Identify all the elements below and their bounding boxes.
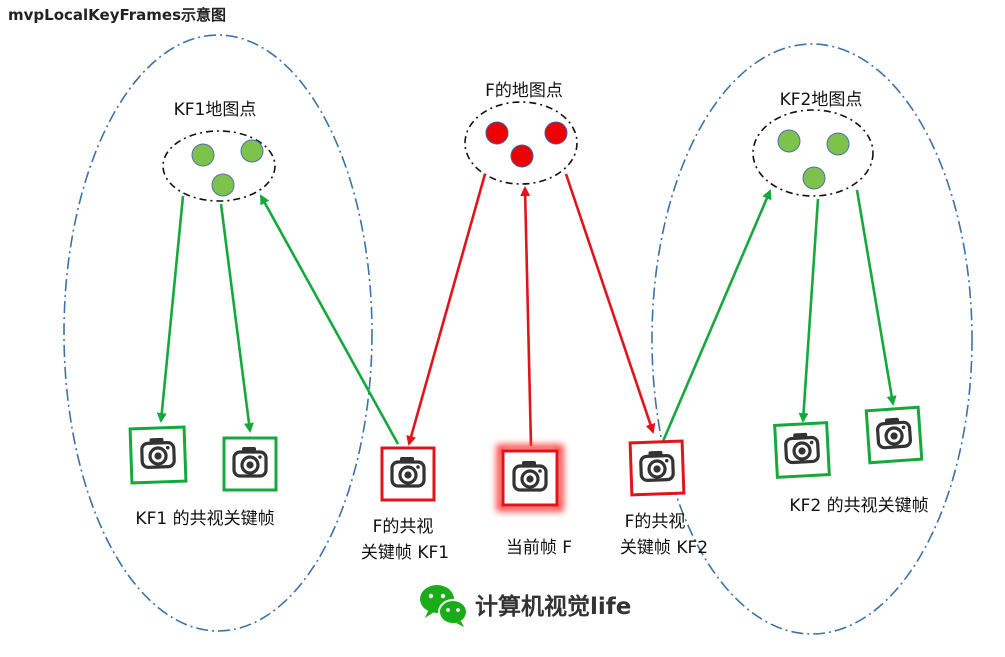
arrow-fpoints-to-kf2 — [564, 173, 656, 434]
f-covisible-kf2-camera — [628, 439, 686, 497]
map-point — [544, 121, 568, 145]
watermark: 计算机视觉life — [420, 585, 631, 627]
camera-icon — [512, 459, 548, 492]
f-map-points-label: F的地图点 — [485, 81, 563, 101]
arrow-kf2points-to-cam3 — [798, 198, 820, 423]
map-point — [826, 132, 850, 156]
watermark-text: 计算机视觉life — [475, 593, 631, 620]
f-covisible-kf2-label-line2: 关键帧 KF2 — [620, 538, 708, 558]
arrow-kf1points-to-cam2 — [219, 203, 254, 433]
current-frame-label: 当前帧 F — [506, 538, 572, 558]
map-point — [777, 129, 801, 153]
camera-icon — [390, 455, 426, 488]
arrow-kf2points-to-cam4 — [855, 189, 897, 406]
map-point — [240, 139, 264, 163]
camera-icon — [638, 448, 676, 483]
current-frame-camera — [496, 444, 564, 512]
map-point — [510, 144, 534, 168]
kf2-map-points-label: KF2地图点 — [780, 90, 863, 110]
arrow-current-to-fpoints — [520, 186, 533, 447]
map-point — [211, 173, 235, 197]
arrow-kf1points-to-cam1 — [156, 195, 185, 423]
arrow-fpoints-to-kf1 — [406, 173, 487, 446]
map-point — [802, 166, 826, 190]
kf1-covisible-camera-1 — [128, 425, 188, 485]
kf1-map-points-cluster — [162, 130, 276, 202]
kf1-covisible-label: KF1 的共视关键帧 — [135, 509, 274, 529]
f-covisible-kf1-label-line1: F的共视 — [373, 517, 434, 537]
kf1-covisible-camera-2 — [222, 436, 278, 492]
arrow-kf1-to-kf1points — [259, 194, 400, 445]
f-covisible-kf1-label-line2: 关键帧 KF1 — [361, 543, 449, 563]
camera-icon — [139, 435, 177, 470]
kf2-covisible-camera-2 — [864, 405, 924, 465]
map-point — [485, 121, 509, 145]
camera-icon — [232, 445, 268, 478]
map-point — [191, 143, 215, 167]
f-map-points-cluster — [464, 101, 578, 185]
page-title: mvpLocalKeyFrames示意图 — [8, 6, 227, 24]
f-covisible-kf2-label-line1: F的共视 — [625, 512, 686, 532]
kf2-group-ellipse — [651, 43, 973, 635]
f-covisible-kf1-camera — [380, 446, 436, 502]
wechat-icon — [420, 585, 468, 627]
kf2-map-points-cluster — [752, 109, 874, 197]
kf2-covisible-label: KF2 的共视关键帧 — [789, 496, 928, 516]
kf1-group-ellipse — [63, 34, 373, 632]
kf1-map-points-label: KF1地图点 — [174, 100, 257, 120]
arrow-kf2-to-kf2points — [659, 189, 772, 447]
kf2-covisible-camera-1 — [773, 421, 831, 479]
